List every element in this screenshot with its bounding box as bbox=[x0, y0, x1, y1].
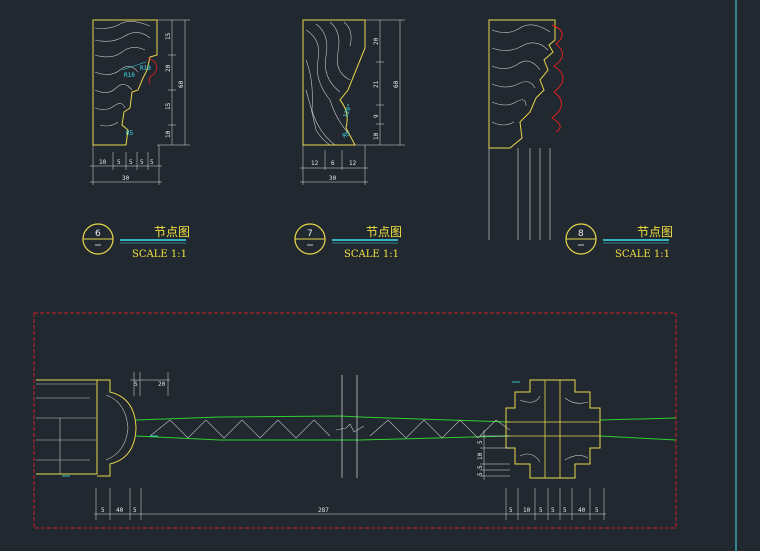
plan-bottom-center-dim: 287 bbox=[318, 507, 329, 514]
detail-7-angle-2: R5 bbox=[342, 130, 352, 140]
detail-tag-8-title: 节点图 bbox=[637, 225, 673, 239]
plan-bottom-dim-right-7: 5 bbox=[595, 507, 599, 514]
plan-side-dim-3: 5 bbox=[477, 465, 484, 469]
plan-top-dim-1: 5 bbox=[134, 381, 138, 388]
detail-7-bottom-dim-1: 12 bbox=[311, 160, 319, 167]
detail-6-bottom-dim-3: 5 bbox=[129, 159, 133, 166]
detail-6-right-dim-3: 15 bbox=[165, 102, 172, 110]
plan-side-dimensions bbox=[480, 430, 510, 480]
detail-7-right-dim-4: 10 bbox=[373, 132, 380, 140]
detail-tag-6-title: 节点图 bbox=[154, 225, 190, 239]
detail-6-right-dim-2: 20 bbox=[165, 64, 172, 72]
plan-rail[interactable] bbox=[135, 375, 677, 478]
detail-tag-8-number: 8 bbox=[578, 229, 584, 239]
wood-grain bbox=[519, 395, 589, 463]
wood-grain bbox=[94, 21, 151, 127]
plan-view-frame[interactable] bbox=[33, 312, 677, 529]
plan-bottom-dim-left-3: 5 bbox=[133, 507, 137, 514]
plan-side-dim-2: 10 bbox=[477, 452, 484, 460]
plan-bottom-dim-right-4: 5 bbox=[551, 507, 555, 514]
detail-6-profile[interactable]: R10 R10 R5 bbox=[92, 19, 158, 146]
plan-side-dim-1: 5 bbox=[477, 440, 484, 444]
plan-top-dim-2: 20 bbox=[158, 381, 166, 388]
detail-tag-7[interactable]: 7 节点图 SCALE 1:1 bbox=[294, 223, 402, 260]
wood-grain bbox=[305, 21, 352, 146]
plan-left-post[interactable] bbox=[36, 379, 137, 477]
detail-7-right-dim-2: 21 bbox=[373, 80, 380, 88]
plan-bottom-dim-right-2: 10 bbox=[523, 507, 531, 514]
detail-8-post-lines bbox=[488, 148, 551, 240]
detail-6-bottom-dim-2: 5 bbox=[117, 159, 121, 166]
plan-bottom-dim-left-2: 40 bbox=[116, 507, 124, 514]
detail-6-right-dim-4: 10 bbox=[165, 130, 172, 138]
plan-bottom-dim-right-6: 40 bbox=[578, 507, 586, 514]
detail-tag-8[interactable]: 8 节点图 SCALE 1:1 bbox=[565, 223, 673, 260]
detail-7-bottom-dim-3: 12 bbox=[349, 160, 357, 167]
detail-6-bottom-dim-4: 5 bbox=[140, 159, 144, 166]
detail-tag-8-scale: SCALE 1:1 bbox=[615, 249, 670, 260]
plan-bottom-dim-left-1: 5 bbox=[101, 507, 105, 514]
detail-7-bottom-dimensions bbox=[300, 145, 368, 185]
detail-6-right-dimensions bbox=[157, 19, 190, 146]
plan-right-post[interactable] bbox=[505, 379, 601, 479]
plan-bottom-dim-right-3: 5 bbox=[539, 507, 543, 514]
detail-7-right-dim-1: 20 bbox=[373, 37, 380, 45]
plan-top-dimensions bbox=[130, 372, 170, 396]
detail-6-angle-3: R5 bbox=[126, 130, 134, 137]
plan-bottom-dim-right-5: 5 bbox=[563, 507, 567, 514]
detail-6-bottom-dim-5: 5 bbox=[150, 159, 154, 166]
detail-7-right-dimensions bbox=[355, 19, 405, 146]
detail-6-right-total: 60 bbox=[178, 80, 185, 88]
detail-8-profile[interactable] bbox=[488, 19, 564, 240]
wood-grain bbox=[36, 383, 96, 475]
detail-6-bottom-dimensions bbox=[90, 145, 162, 185]
detail-6-angle-2: R10 bbox=[140, 65, 151, 72]
detail-6-angle-1: R10 bbox=[124, 72, 135, 79]
detail-7-right-dim-3: 9 bbox=[373, 114, 380, 118]
detail-tag-6-scale: SCALE 1:1 bbox=[132, 249, 187, 260]
detail-tag-6-number: 6 bbox=[95, 229, 101, 239]
detail-7-profile[interactable]: 120° R5 bbox=[302, 19, 366, 146]
detail-7-angle-1: 120° bbox=[342, 103, 354, 119]
plan-bottom-dimensions bbox=[94, 488, 606, 520]
detail-tag-7-scale: SCALE 1:1 bbox=[344, 249, 399, 260]
detail-6-right-dim-1: 15 bbox=[165, 32, 172, 40]
detail-6-total-dim: 30 bbox=[122, 175, 130, 182]
detail-tag-7-number: 7 bbox=[307, 229, 313, 239]
detail-7-total-dim: 30 bbox=[329, 175, 337, 182]
detail-6-bottom-dim-1: 10 bbox=[99, 159, 107, 166]
detail-7-right-total: 60 bbox=[393, 80, 400, 88]
detail-tag-7-title: 节点图 bbox=[366, 225, 402, 239]
detail-tag-6[interactable]: 6 节点图 SCALE 1:1 bbox=[82, 223, 190, 260]
detail-7-bottom-dim-2: 6 bbox=[331, 160, 335, 167]
plan-side-dim-4: 5 bbox=[477, 472, 484, 476]
wood-grain bbox=[491, 24, 551, 126]
plan-bottom-dim-right-1: 5 bbox=[509, 507, 513, 514]
